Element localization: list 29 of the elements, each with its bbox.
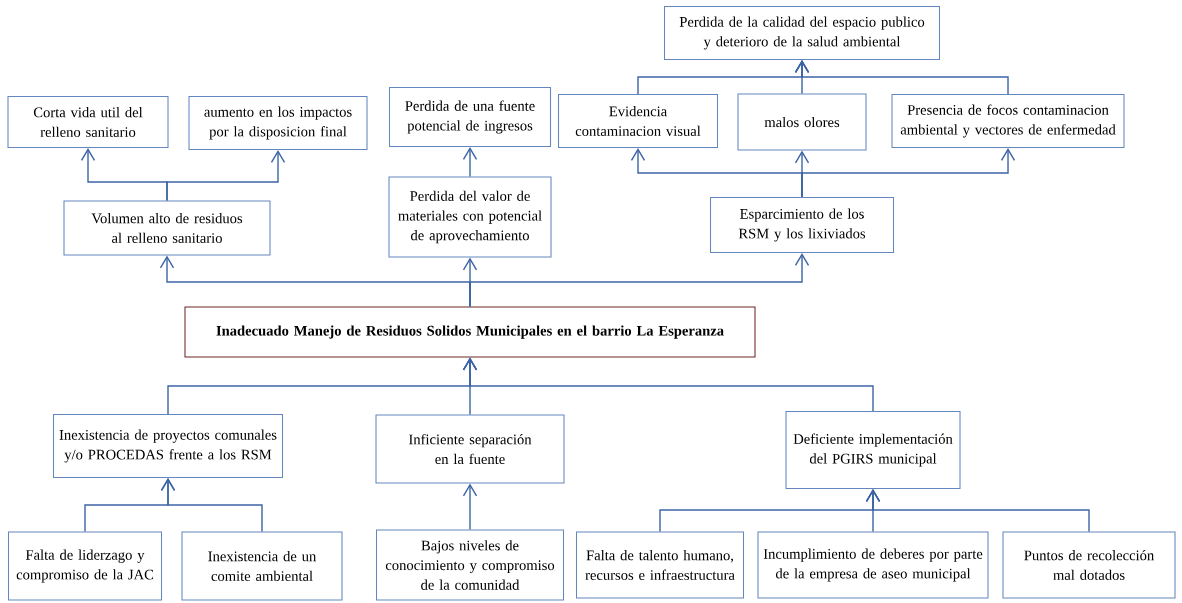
cause-effect-box: Presencia de focos contaminacion ambiental y vectores de enfermedad (891, 94, 1125, 149)
cause-effect-box: Puntos de recolección mal dotados (1002, 531, 1176, 599)
cause-effect-box: Inexistencia de un comite ambiental (181, 531, 343, 601)
cause-effect-box: aumento en los impactos por la disposicion final (188, 95, 368, 151)
cause-effect-box: Esparcimiento de los RSM y los lixiviados (710, 197, 895, 254)
cause-effect-box: Volumen alto de residuos al relleno sanitario (63, 200, 271, 256)
cause-effect-box: Inficiente separación en la fuente (375, 414, 565, 484)
cause-effect-box: Perdida del valor de materiales con potencial de aprovechamiento (388, 176, 552, 258)
arrow (794, 60, 1009, 95)
cause-effect-box: Bajos niveles de conocimiento y compromiso de la comunidad (376, 529, 565, 601)
cause-effect-box: Evidencia contaminacion visual (558, 94, 719, 149)
arrow (801, 148, 1016, 198)
arrow (160, 478, 263, 533)
cause-effect-box: Inexistencia de proyectos comunales y/o PROCEDAS frente a los RSM (53, 413, 284, 479)
problem-box: Inadecuado Manejo de Residuos Solidos Municipales en el barrio La Esperanza (184, 306, 756, 358)
arrow (462, 357, 874, 412)
cause-effect-box: Deficiente implementación del PGIRS municipal (785, 411, 961, 490)
cause-effect-box: Falta de talento humano, recursos e infraestructura (576, 531, 745, 599)
arrow (166, 150, 286, 202)
arrow (462, 483, 478, 531)
arrow (462, 147, 478, 178)
cause-effect-box: Perdida de la calidad del espacio publico y deterioro de la salud ambiental (664, 5, 941, 61)
cause-effect-box: Falta de liderzago y compromiso de la JAC (8, 531, 163, 601)
cause-effect-box: malos olores (737, 93, 867, 151)
arrow (865, 489, 1090, 533)
cause-effect-box: Incumplimiento de deberes por parte de la empresa de aseo municipal (757, 531, 989, 599)
cause-effect-box: Corta vida util del relleno sanitario (7, 95, 169, 149)
cause-effect-box: Perdida de una fuente potencial de ingresos (388, 86, 552, 148)
arrow (469, 253, 810, 308)
